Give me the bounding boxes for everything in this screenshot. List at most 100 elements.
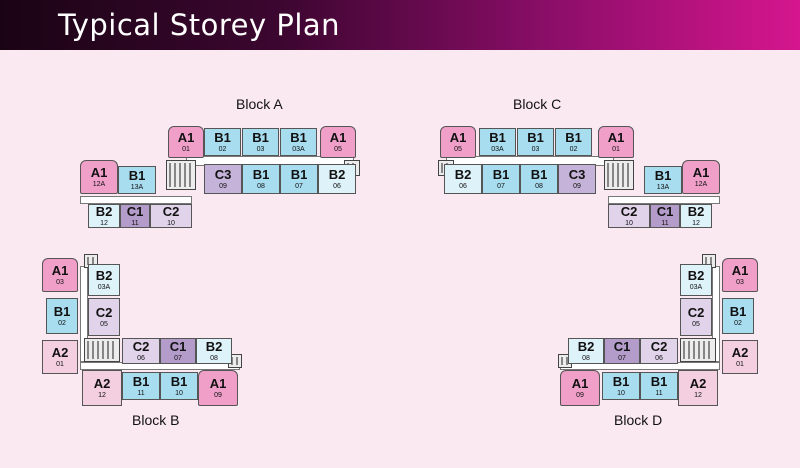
unit-type-label: B1	[527, 130, 544, 145]
unit-type-label: B1	[290, 167, 308, 182]
unit-number-label: 03	[56, 279, 64, 286]
block-c-lift-core	[604, 160, 634, 190]
unit-type-label: A1	[692, 165, 710, 180]
block-a-lift-core	[166, 160, 196, 190]
unit-number-label: 10	[175, 390, 183, 397]
unit-type-label: C2	[162, 204, 180, 219]
unit-number-label: 09	[573, 183, 581, 190]
unit-number-label: 08	[257, 183, 265, 190]
unit-number-label: 03A	[491, 146, 504, 153]
unit-type-label: B1	[650, 374, 668, 389]
unit-type-label: C2	[132, 339, 150, 354]
unit-number-label: 02	[569, 146, 578, 153]
unit-type-label: B1	[128, 168, 146, 183]
unit-type-label: B2	[328, 167, 346, 182]
unit-number-label: 10	[625, 220, 633, 227]
unit-number-label: 03A	[97, 284, 111, 291]
unit-type-label: B1	[612, 374, 630, 389]
unit-number-label: 07	[618, 355, 626, 362]
block-a-label: Block A	[236, 96, 283, 112]
unit-type-label: A1	[177, 130, 195, 145]
unit-type-label: B1	[53, 304, 71, 319]
header-banner: Typical Storey Plan	[0, 0, 800, 50]
unit-number-label: 01	[56, 361, 64, 368]
block-d-corridor-vertical	[712, 266, 720, 362]
unit-number-label: 02	[58, 320, 66, 327]
block-c-label: Block C	[513, 96, 562, 112]
unit-type-label: A2	[93, 376, 111, 391]
unit-type-label: B1	[170, 374, 188, 389]
unit-type-label: B1	[654, 168, 672, 183]
block-a-corridor-lower	[80, 196, 192, 204]
unit-number-label: 13A	[656, 184, 670, 191]
unit-type-label: B2	[95, 268, 113, 283]
unit-type-label: B2	[687, 268, 705, 283]
unit-type-label: B1	[565, 130, 582, 145]
unit-type-label: C1	[656, 204, 674, 219]
unit-type-label: B2	[454, 167, 472, 182]
unit-type-label: B1	[729, 304, 747, 319]
unit-number-label: 07	[295, 183, 303, 190]
unit-type-label: C2	[687, 305, 705, 320]
unit-type-label: A2	[731, 345, 749, 360]
unit-type-label: B2	[95, 204, 113, 219]
unit-number-label: 06	[655, 355, 663, 362]
unit-type-label: B1	[214, 130, 231, 145]
unit-number-label: 11	[131, 220, 139, 227]
unit-type-label: A1	[449, 130, 467, 145]
unit-type-label: B2	[577, 339, 595, 354]
unit-number-label: 12	[694, 392, 702, 399]
unit-number-label: 11	[655, 390, 663, 397]
unit-number-label: 05	[454, 146, 462, 153]
unit-type-label: C2	[95, 305, 113, 320]
unit-type-label: A2	[51, 345, 69, 360]
unit-type-label: B1	[252, 167, 270, 182]
page-title: Typical Storey Plan	[58, 8, 341, 42]
unit-type-label: B1	[492, 167, 510, 182]
unit-number-label: 01	[612, 146, 620, 153]
unit-type-label: C3	[214, 167, 232, 182]
unit-type-label: A1	[209, 376, 227, 391]
unit-number-label: 10	[617, 390, 625, 397]
unit-number-label: 02	[218, 146, 227, 153]
unit-number-label: 09	[214, 392, 222, 399]
unit-number-label: 12	[100, 220, 108, 227]
unit-number-label: 11	[661, 220, 669, 227]
